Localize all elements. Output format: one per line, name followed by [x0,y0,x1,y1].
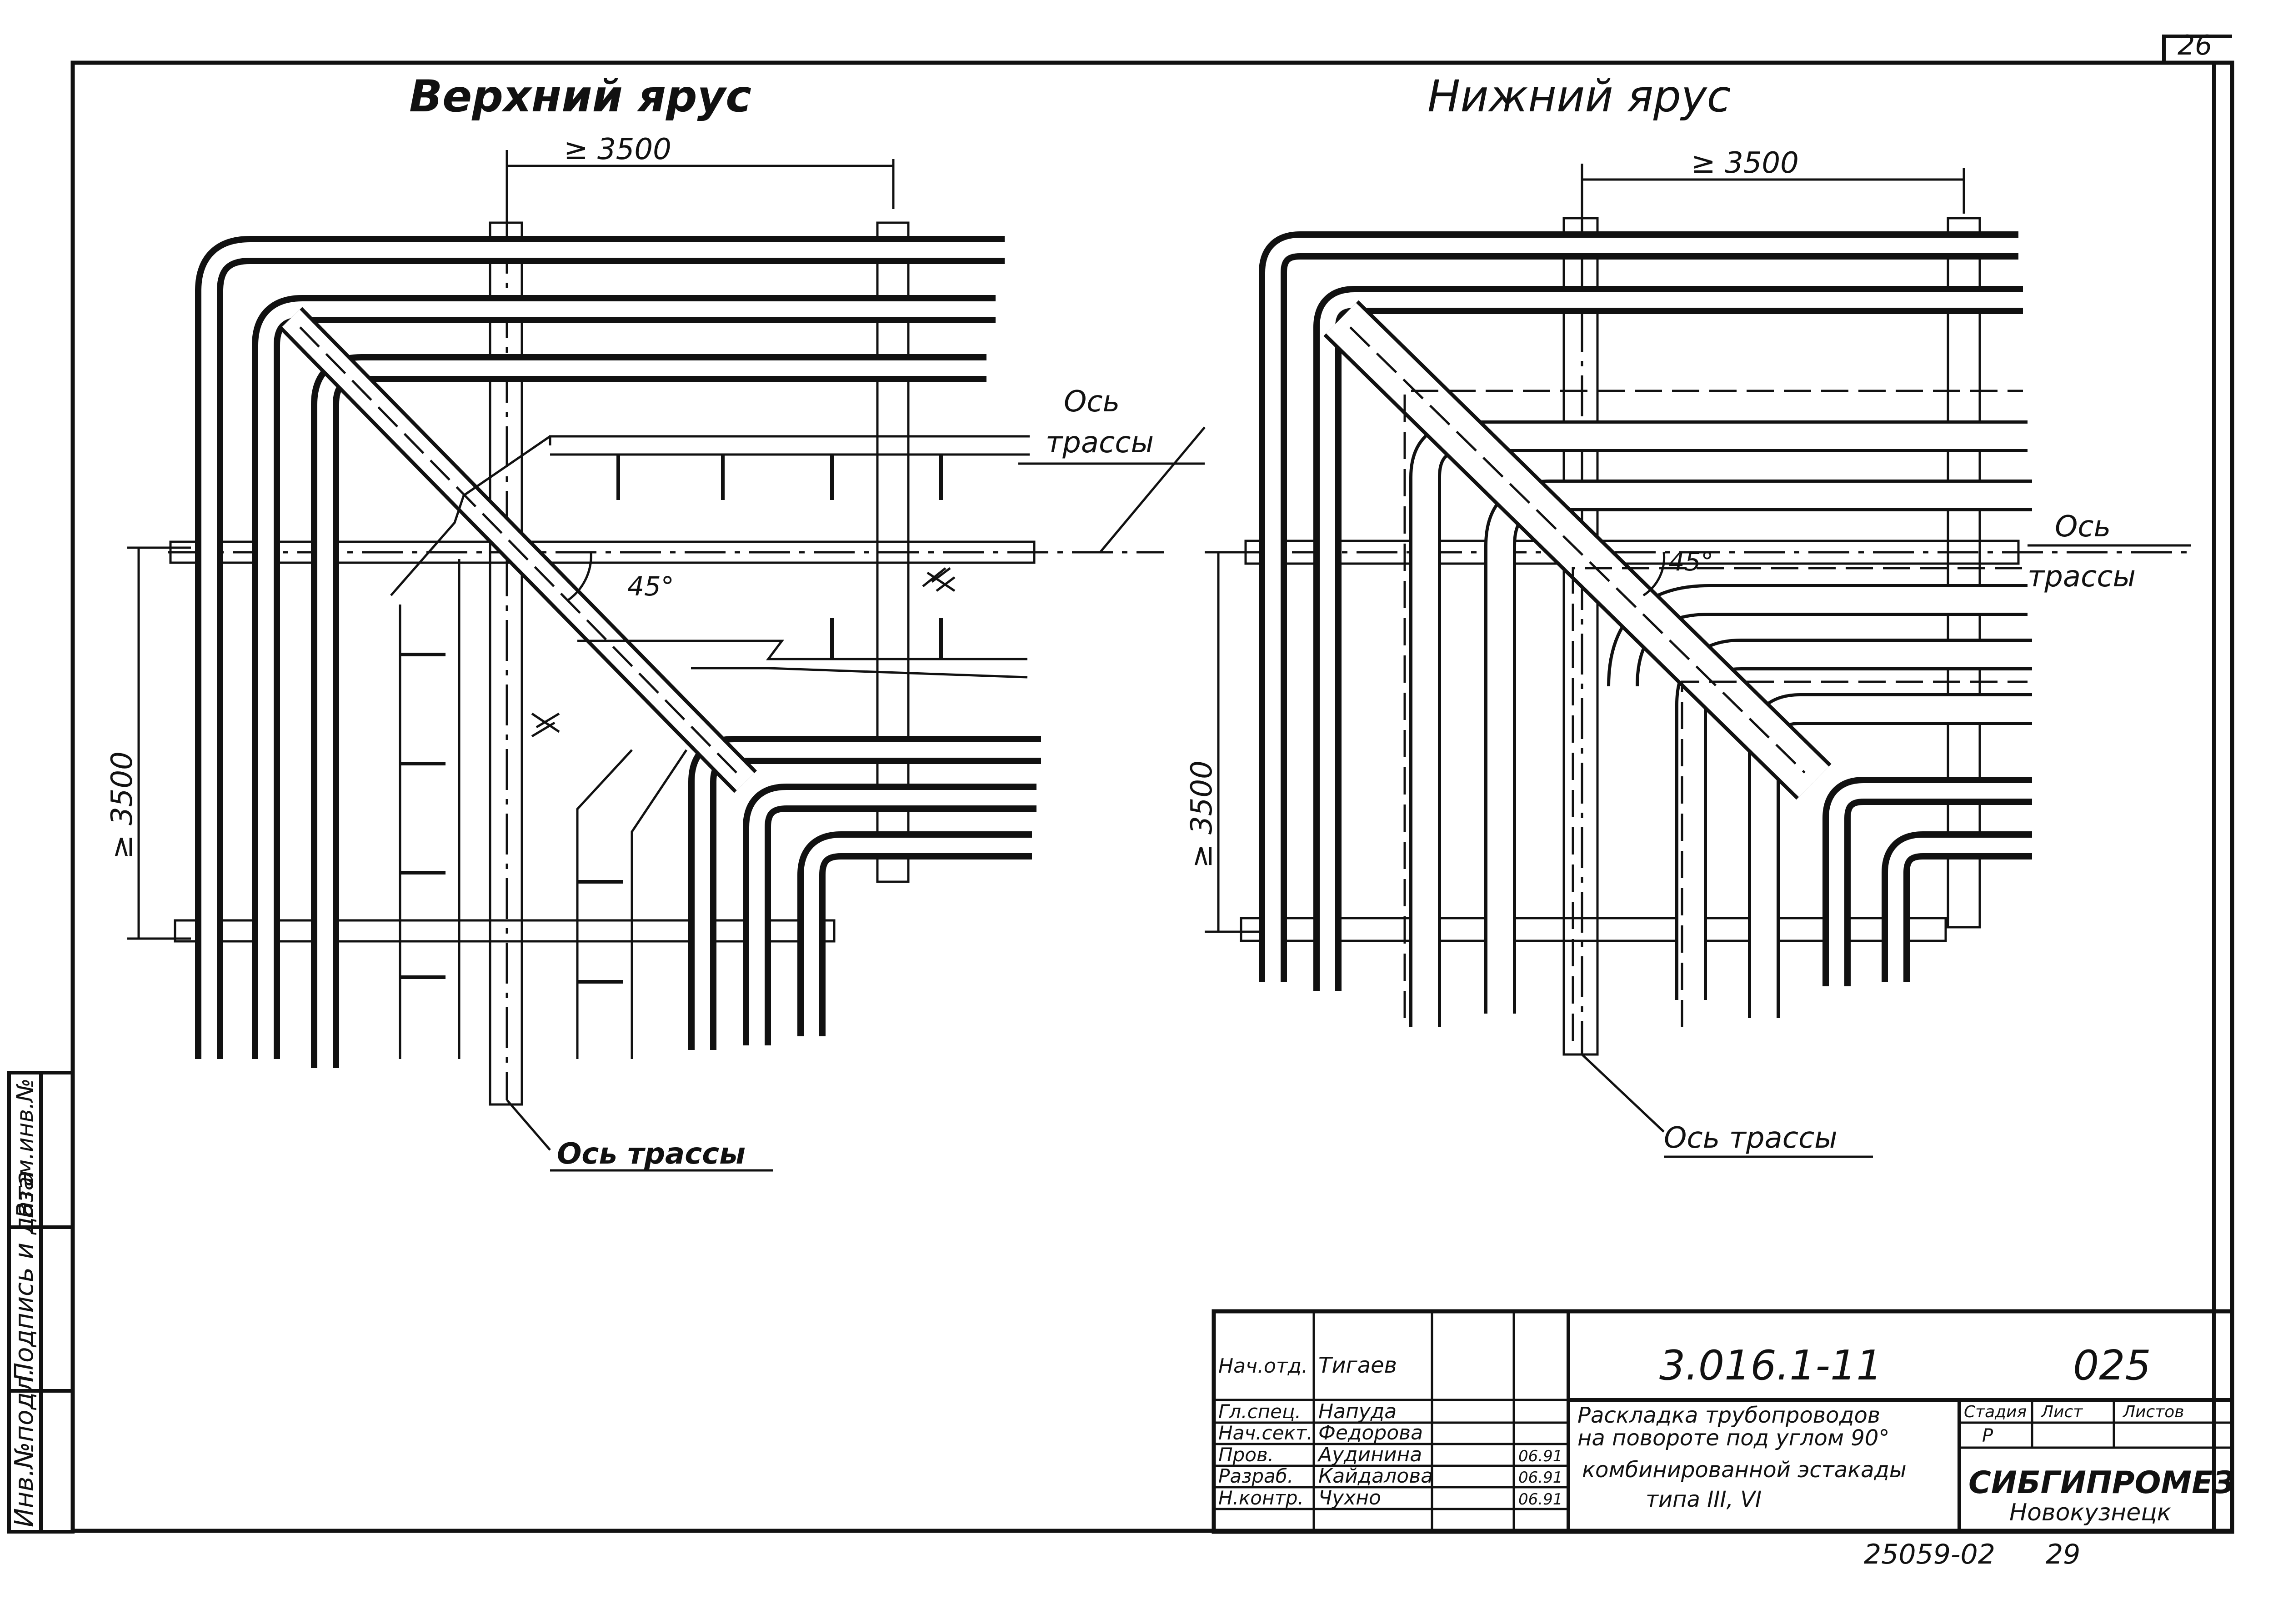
sheet-frame [70,60,2234,1533]
upper-grating-hatch [531,567,956,738]
tb-sheets-label: Листов [2122,1403,2184,1421]
upper-pipe-outer-1-inner [201,242,1005,1059]
side-stamp-replace-inv: Взам.инв.№ [12,1078,38,1218]
tb-description-1: Раскладка трубопроводов [1577,1403,1880,1428]
side-stamp: Инв.№подл. Подпись и дата Взам.инв.№ [7,1071,75,1534]
lower-column-right [1947,217,1981,929]
upper-diagonal-centerline [299,326,737,774]
upper-ladder-rail-3 [631,749,688,1059]
hatch-mark [531,712,560,738]
tb-stage-label: Стадия [1964,1403,2027,1421]
lower-axis-right-label-1: Ось [2055,510,2111,544]
upper-dim-top-label: ≥ 3500 [564,133,671,166]
lower-pipe-outer-1-inner [1265,238,2018,982]
upper-pipe-inner-3 [797,831,1032,1036]
lower-hidden-pipe-1 [1403,390,2023,1018]
lower-dim-top-label: ≥ 3500 [1691,146,1799,180]
lower-beam-horizontal-bottom [1240,917,1947,942]
upper-axis-right-label-2: трассы [1046,426,1154,460]
tb-name-1: Напуда [1318,1400,1397,1423]
tb-description-2: на повороте под углом 90° [1577,1425,1889,1451]
tb-role-4: Разраб. [1218,1465,1293,1487]
tb-stage-value: Р [1982,1425,1993,1446]
upper-tier-view: Верхний ярус ≥ 3500 ≥ 3500 Ось трассы [105,71,1206,1172]
tb-date-3: 06.91 [1518,1447,1562,1465]
tb-name-0: Тигаев [1318,1353,1397,1378]
upper-axis-right-label-1: Ось [1064,385,1120,419]
lower-hidden-pipe-3 [1681,680,2028,1027]
tb-designation: 3.016.1-11 [1659,1342,1882,1389]
lower-angle-arc [1642,552,1666,597]
sheet-number-box [2162,35,2232,63]
lower-axis-bottom-label: Ось трассы [1664,1121,1837,1155]
tb-name-3: Аудинина [1317,1443,1422,1466]
hatch-mark [922,567,956,592]
upper-column-right [876,221,910,883]
lower-axis-leader [1581,1054,1665,1133]
upper-ladder-rail-4 [576,749,633,1059]
upper-pipe-inner-2-inner [749,790,1036,1045]
upper-platform-bottom-edge [577,640,1027,660]
upper-beam-horizontal-top [169,540,1036,564]
upper-angle-arc [567,552,592,601]
tb-role-5: Н.контр. [1218,1487,1304,1509]
upper-platform-rungs [400,455,943,984]
tb-date-5: 06.91 [1518,1490,1562,1509]
lower-dim-left-label: ≥ 3500 [1185,760,1219,868]
tb-org-name: СИБГИПРОМЕЗ [1968,1465,2235,1501]
footer-page: 29 [2046,1539,2080,1570]
lower-axis-right-label-2: трассы [2028,560,2136,594]
lower-pipe-small-2-inner [1888,838,2032,982]
tb-name-2: Федорова [1318,1421,1423,1444]
footer-archive-no: 25059-02 [1864,1539,1995,1570]
lower-pipe-small-1 [1822,777,2032,986]
tb-org-city: Новокузнецк [2009,1499,2172,1526]
upper-dim-left-label: ≥ 3500 [105,751,139,859]
upper-pipe-inner-3-inner [804,838,1032,1036]
upper-axis-bottom-label: Ось трассы [557,1137,746,1171]
tb-role-3: Пров. [1218,1444,1274,1466]
upper-platform-diag-a [390,435,551,596]
title-block: 3.016.1-11 025 Нач.отд. Тигаев Гл.спец. … [1212,1309,2235,1534]
lower-hidden-pipe-2 [1572,567,2023,1041]
lower-pipe-outer-2-inner [1320,292,2023,991]
tb-name-4: Кайдалова [1318,1464,1433,1488]
upper-pipe-outer-2-inner [258,301,996,1059]
lower-tier-title: Нижний ярус [1427,71,1731,122]
tb-role-2: Нач.сект. [1218,1422,1313,1444]
tb-sheet-label: Лист [2040,1403,2083,1421]
upper-column-left [489,221,523,1106]
tb-role-1: Гл.спец. [1218,1400,1301,1423]
tb-description-3: комбинированной эстакады [1582,1457,1907,1483]
side-stamp-sign-date: Подпись и дата [10,1171,39,1382]
upper-axis-leader [506,1099,551,1151]
side-stamp-inv-no: Инв.№подл. [10,1368,39,1527]
upper-tier-title: Верхний ярус [409,71,751,122]
upper-angle-label: 45° [627,571,674,602]
lower-column-left [1562,217,1599,1056]
upper-platform-bottom-edge-2 [691,667,1028,679]
sheet-number: 26 [2178,30,2212,61]
upper-platform-top-edge [549,435,1030,445]
tb-code: 025 [2073,1342,2151,1389]
tb-role-0: Нач.отд. [1218,1354,1308,1378]
tb-description-4: типа III, VI [1646,1487,1762,1512]
upper-axis-right-leader [1099,426,1206,553]
tb-name-5: Чухно [1318,1486,1381,1509]
upper-beam-horizontal-bottom [174,919,836,943]
lower-beam-horizontal-top [1244,540,2020,565]
tb-date-4: 06.91 [1518,1469,1562,1487]
lower-angle-label: 45° [1668,547,1713,577]
lower-pipe-small-2 [1882,831,2032,982]
lower-pipe-small-1-inner [1829,783,2032,986]
lower-tier-view: Нижний ярус ≥ 3500 ≥ 3500 Ось трассы [1185,71,2196,1158]
lower-diagonal-centerline [1349,326,1806,774]
